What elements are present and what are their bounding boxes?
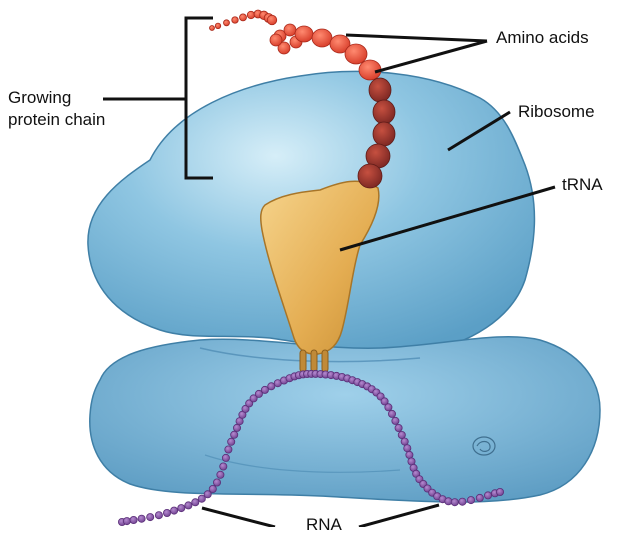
rna-nucleotide: [398, 431, 405, 438]
amino-acid: [215, 23, 221, 29]
amino-acid: [369, 78, 391, 102]
rna-nucleotide: [496, 488, 503, 495]
rna-nucleotide: [130, 516, 137, 523]
rna-nucleotide: [178, 505, 185, 512]
rna-nucleotide: [228, 438, 235, 445]
label-trna: tRNA: [562, 175, 603, 195]
rna-nucleotide: [395, 424, 402, 431]
rna-nucleotide: [163, 509, 170, 516]
amino-acid: [247, 11, 255, 19]
rna-nucleotide: [451, 499, 458, 506]
amino-acid: [224, 20, 230, 26]
rna-nucleotide: [484, 492, 491, 499]
label-ribosome: Ribosome: [518, 102, 595, 122]
amino-acid: [210, 26, 215, 31]
amino-acids-leader-bottom: [375, 41, 487, 72]
rna-nucleotide: [213, 479, 220, 486]
rna-nucleotide: [171, 507, 178, 514]
rna-nucleotide: [404, 445, 411, 452]
label-rna: RNA: [306, 515, 342, 535]
label-amino-acids: Amino acids: [496, 28, 589, 48]
label-growing-line2: protein chain: [8, 110, 105, 130]
rna-nucleotide: [233, 424, 240, 431]
rna-nucleotide: [467, 497, 474, 504]
amino-acid: [295, 26, 313, 42]
rna-nucleotide: [392, 417, 399, 424]
rna-nucleotide: [220, 463, 227, 470]
rna-nucleotide: [155, 512, 162, 519]
rna-nucleotide: [385, 404, 392, 411]
rna-nucleotide: [123, 518, 130, 525]
rna-nucleotide: [192, 499, 199, 506]
amino-acid: [345, 44, 367, 64]
amino-acids-leader-top: [346, 35, 487, 41]
trna-anticodon: [300, 350, 328, 372]
rna-nucleotide: [147, 514, 154, 521]
rna-nucleotide: [225, 446, 232, 453]
rna-nucleotide: [401, 438, 408, 445]
amino-acid: [312, 29, 332, 47]
rna-nucleotide: [222, 454, 229, 461]
rna-nucleotide: [217, 471, 224, 478]
rna-nucleotide: [406, 451, 413, 458]
label-growing-line1: Growing: [8, 88, 71, 108]
amino-acid: [267, 15, 277, 25]
amino-acid: [373, 100, 395, 124]
rna-nucleotide: [261, 386, 268, 393]
rna-nucleotide: [268, 383, 275, 390]
amino-acid: [232, 17, 239, 24]
amino-acid: [270, 34, 282, 46]
rna-nucleotide: [476, 494, 483, 501]
amino-acid: [373, 122, 395, 146]
amino-acid: [240, 14, 247, 21]
amino-acid: [358, 164, 382, 188]
rna-nucleotide: [185, 502, 192, 509]
amino-acid: [284, 24, 296, 36]
rna-nucleotide: [388, 410, 395, 417]
rna-nucleotide: [231, 431, 238, 438]
rna-nucleotide: [209, 485, 216, 492]
rna-nucleotide: [138, 515, 145, 522]
rna-nucleotide: [459, 498, 466, 505]
